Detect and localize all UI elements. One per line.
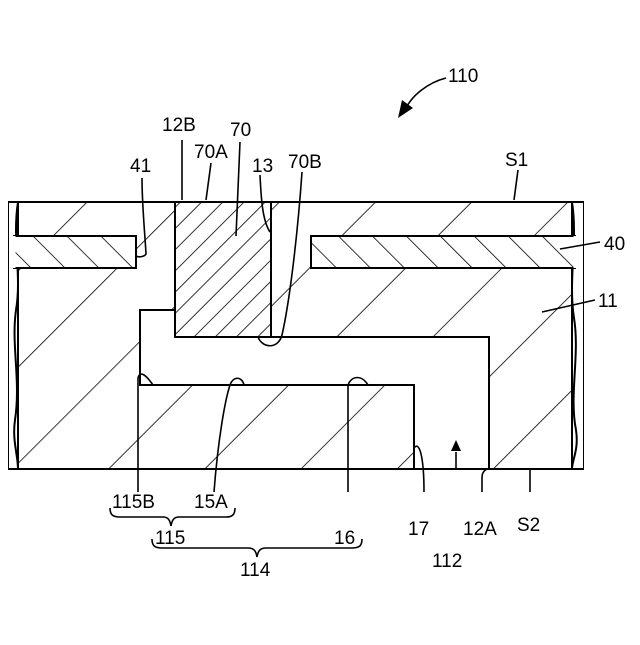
label-13: 13 (252, 156, 273, 177)
arrow-110-head (398, 100, 413, 118)
label-s1: S1 (505, 150, 528, 171)
label-70A: 70A (194, 142, 228, 163)
label-12A: 12A (463, 519, 497, 540)
label-70: 70 (230, 120, 251, 141)
label-70B: 70B (288, 152, 322, 173)
label-17: 17 (408, 519, 429, 540)
label-16: 16 (334, 528, 355, 549)
label-115B: 115B (112, 492, 155, 513)
arrow-112-head (451, 440, 461, 451)
label-115: 115 (155, 528, 185, 549)
label-41: 41 (130, 156, 151, 177)
label-12B: 12B (162, 115, 196, 136)
label-11: 11 (598, 291, 618, 312)
label-15A: 15A (194, 492, 228, 513)
label-40: 40 (604, 234, 625, 255)
label-114: 114 (240, 560, 271, 581)
label-112: 112 (432, 551, 462, 572)
label-110: 110 (448, 66, 478, 87)
label-s2: S2 (517, 515, 540, 536)
